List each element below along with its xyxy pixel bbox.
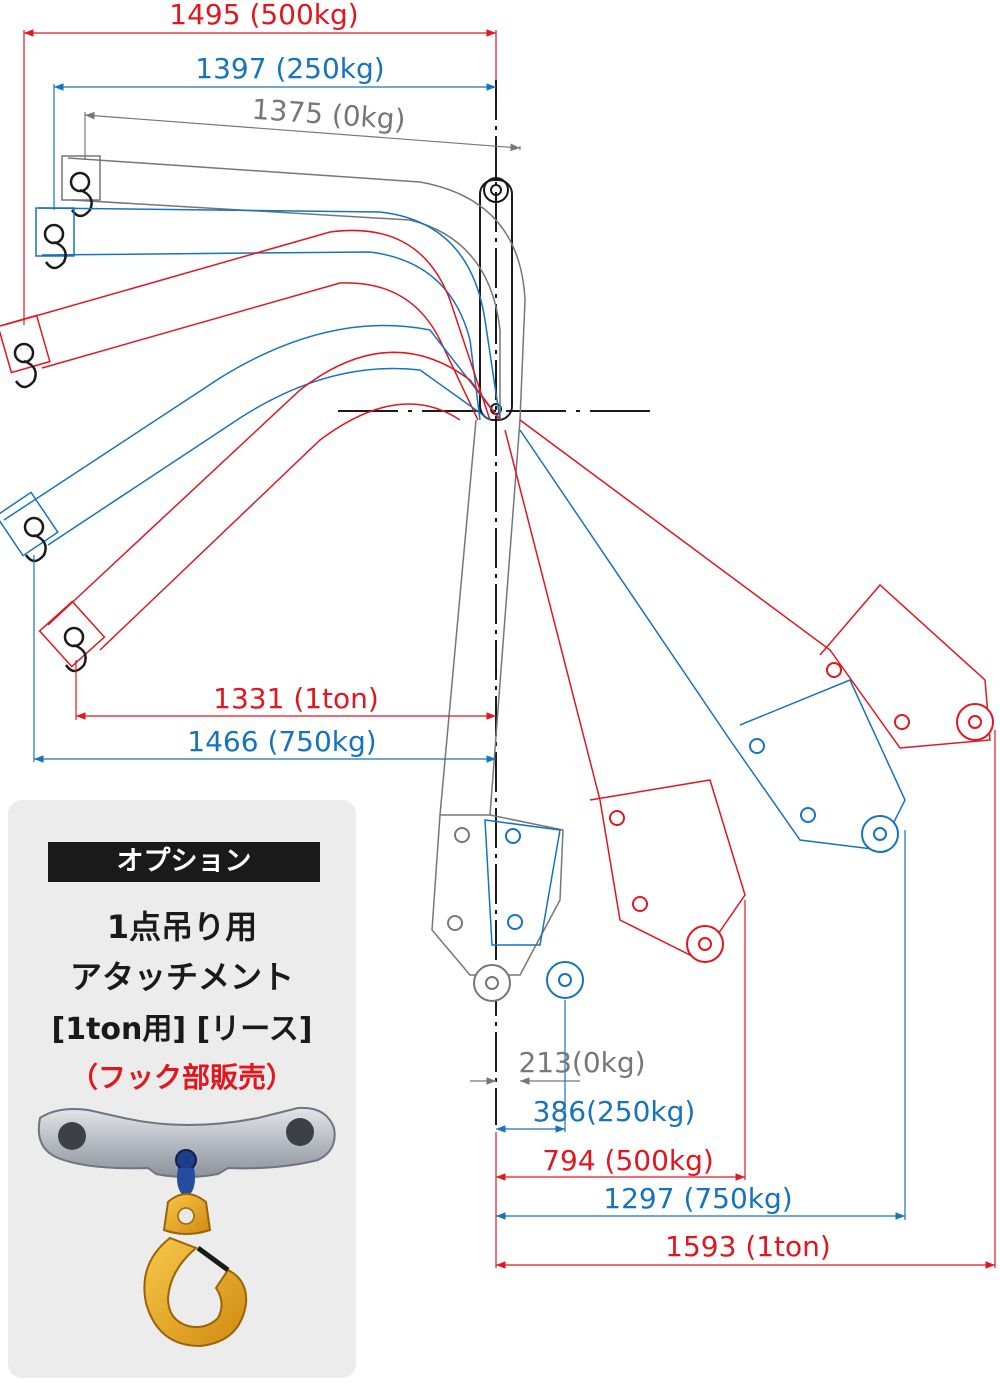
hook-icon	[69, 171, 93, 218]
dim-label-bot-1ton: 1593 (1ton)	[665, 1230, 831, 1263]
mast	[479, 150, 513, 421]
option-line-3: [1ton用] [リース]	[51, 1012, 313, 1047]
dim-label-bot-750: 1297 (750kg)	[603, 1182, 792, 1215]
dim-top-0	[84, 111, 521, 160]
dim-label-bot-250: 386(250kg)	[533, 1095, 696, 1128]
option-line-2: アタッチメント	[69, 958, 294, 996]
dim-bot-250	[496, 1000, 566, 1133]
option-tag: オプション	[48, 842, 320, 882]
dim-bot-1ton	[495, 730, 996, 1269]
hook-attachment-photo	[37, 1106, 336, 1348]
dim-bot-500	[496, 900, 746, 1181]
boom-750kg	[0, 324, 906, 851]
dim-mid-1ton	[75, 660, 496, 720]
option-line-4: （フック部販売）	[69, 1061, 294, 1094]
dim-label-mid-1ton: 1331 (1ton)	[213, 682, 379, 715]
boom-0kg	[61, 155, 564, 976]
hook-icon	[63, 626, 87, 673]
dim-label-top-500: 1495 (500kg)	[169, 0, 358, 31]
dim-bot-750	[496, 830, 906, 1220]
dim-top-250	[53, 83, 496, 210]
dim-label-mid-750: 1466 (750kg)	[187, 725, 376, 758]
hook-icon	[13, 342, 37, 389]
boom-1ton	[38, 351, 991, 749]
dim-label-bot-0: 213(0kg)	[518, 1046, 645, 1079]
hook-icon	[23, 516, 47, 563]
boom-500kg	[0, 229, 746, 961]
dim-top-500	[23, 29, 497, 325]
hook-icon	[43, 223, 67, 270]
dim-label-top-250: 1397 (250kg)	[195, 52, 384, 85]
option-panel: オプション 1点吊り用 アタッチメント [1ton用] [リース] （フック部販…	[8, 800, 356, 1378]
dim-mid-750	[33, 555, 496, 763]
option-line-1: 1点吊り用	[106, 908, 258, 946]
dim-label-bot-500: 794 (500kg)	[542, 1144, 714, 1177]
boom-250kg	[35, 207, 561, 946]
